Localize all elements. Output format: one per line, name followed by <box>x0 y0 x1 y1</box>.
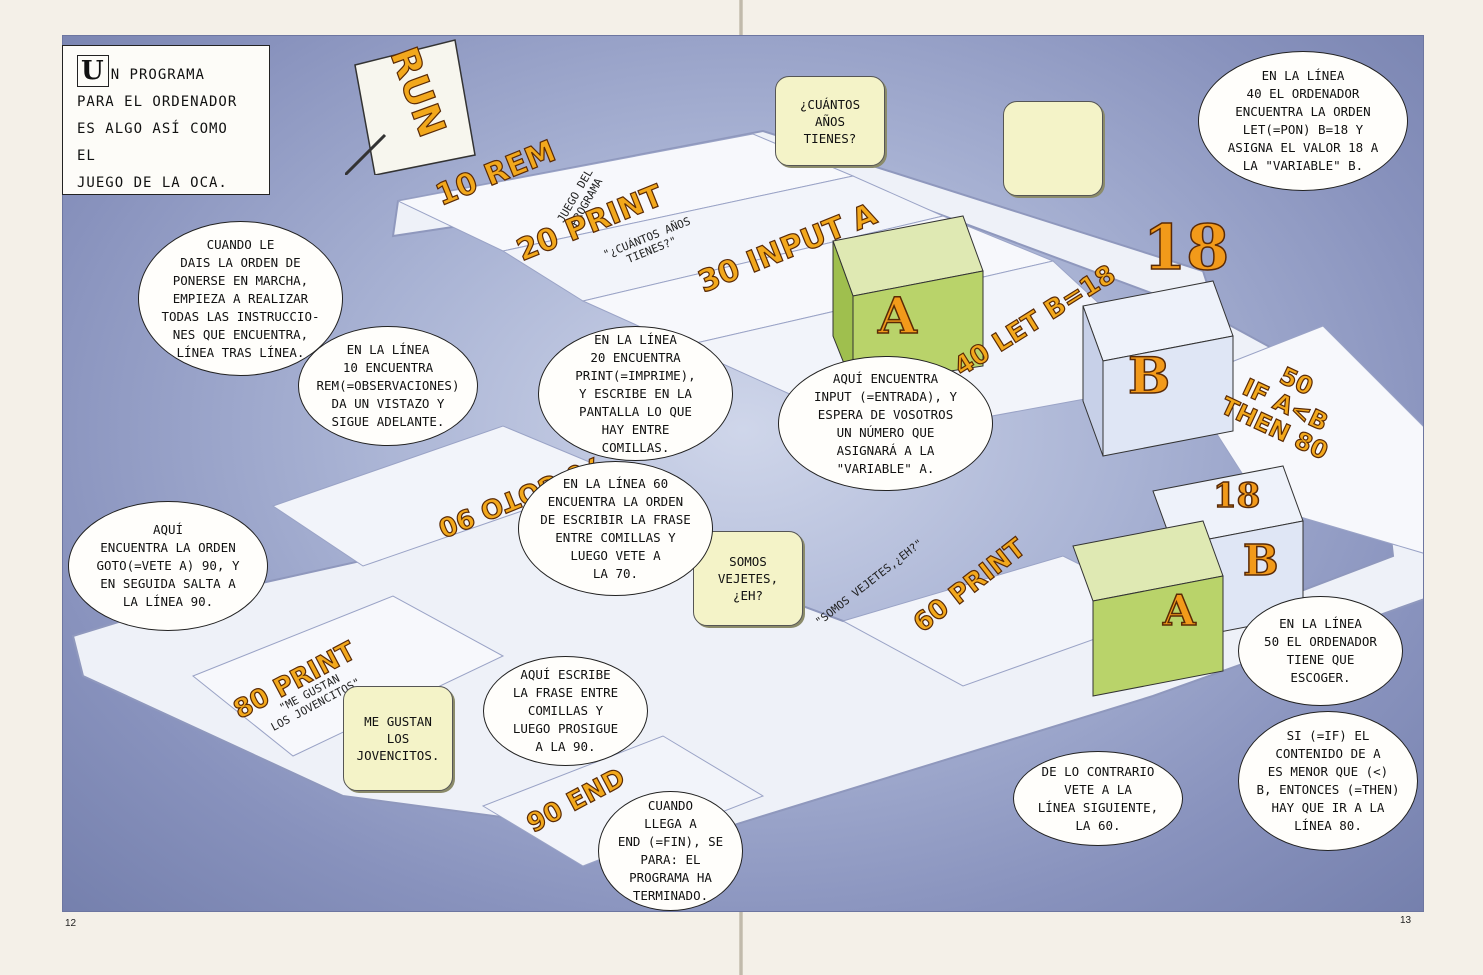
eighteen-small: 18 <box>1212 475 1261 517</box>
screen-jovencitos: ME GUSTAN LOS JOVENCITOS. <box>343 686 453 791</box>
bubble-linea10: EN LA LÍNEA 10 ENCUENTRA REM(=OBSERVACIO… <box>298 326 478 446</box>
run-flag-banner <box>345 39 476 175</box>
intro-text: N PROGRAMA PARA EL ORDENADOR ES ALGO ASÍ… <box>77 67 238 191</box>
bubble-linea20: EN LA LÍNEA 20 ENCUENTRA PRINT(=IMPRIME)… <box>538 326 733 461</box>
bubble-goto: AQUÍ ENCUENTRA LA ORDEN GOTO(=VETE A) 90… <box>68 501 268 631</box>
eighteen-top: 18 <box>1142 210 1230 285</box>
screen-empty <box>1003 101 1103 196</box>
bubble-linea60: EN LA LÍNEA 60 ENCUENTRA LA ORDEN DE ESC… <box>518 461 713 596</box>
page-number-left: 12 <box>65 918 77 929</box>
box-a-bottom <box>1072 520 1224 697</box>
bubble-contrario: DE LO CONTRARIO VETE A LA LÍNEA SIGUIENT… <box>1013 751 1183 846</box>
bubble-cuando-dais: CUANDO LE DAIS LA ORDEN DE PONERSE EN MA… <box>138 221 343 376</box>
intro-initial: U <box>77 55 109 87</box>
screen-age-question: ¿CUÁNTOS AÑOS TIENES? <box>775 76 885 166</box>
bubble-si: SI (=IF) EL CONTENIDO DE A ES MENOR QUE … <box>1238 711 1418 851</box>
box-a-top-letter: A <box>877 285 917 346</box>
box-a-bottom-letter: A <box>1162 585 1196 636</box>
bubble-linea40: EN LA LÍNEA 40 EL ORDENADOR ENCUENTRA LA… <box>1198 51 1408 191</box>
page-number-right: 13 <box>1400 915 1412 926</box>
bubble-linea50: EN LA LÍNEA 50 EL ORDENADOR TIENE QUE ES… <box>1238 596 1403 706</box>
box-b-top-letter: B <box>1127 345 1171 406</box>
box-b-bottom-letter: B <box>1242 535 1279 586</box>
bubble-input: AQUÍ ENCUENTRA INPUT (=ENTRADA), Y ESPER… <box>778 356 993 491</box>
tile-80 <box>192 595 505 757</box>
bubble-escribe: AQUÍ ESCRIBE LA FRASE ENTRE COMILLAS Y L… <box>483 656 648 766</box>
bubble-end: CUANDO LLEGA A END (=FIN), SE PARA: EL P… <box>598 791 743 911</box>
box-b-top <box>1082 280 1234 457</box>
screen-vejetes: SOMOS VEJETES, ¿EH? <box>693 531 803 626</box>
illustration: 10 REM JUEGO DEL PROGRAMA 20 PRINT "¿CUÁ… <box>62 35 1424 912</box>
